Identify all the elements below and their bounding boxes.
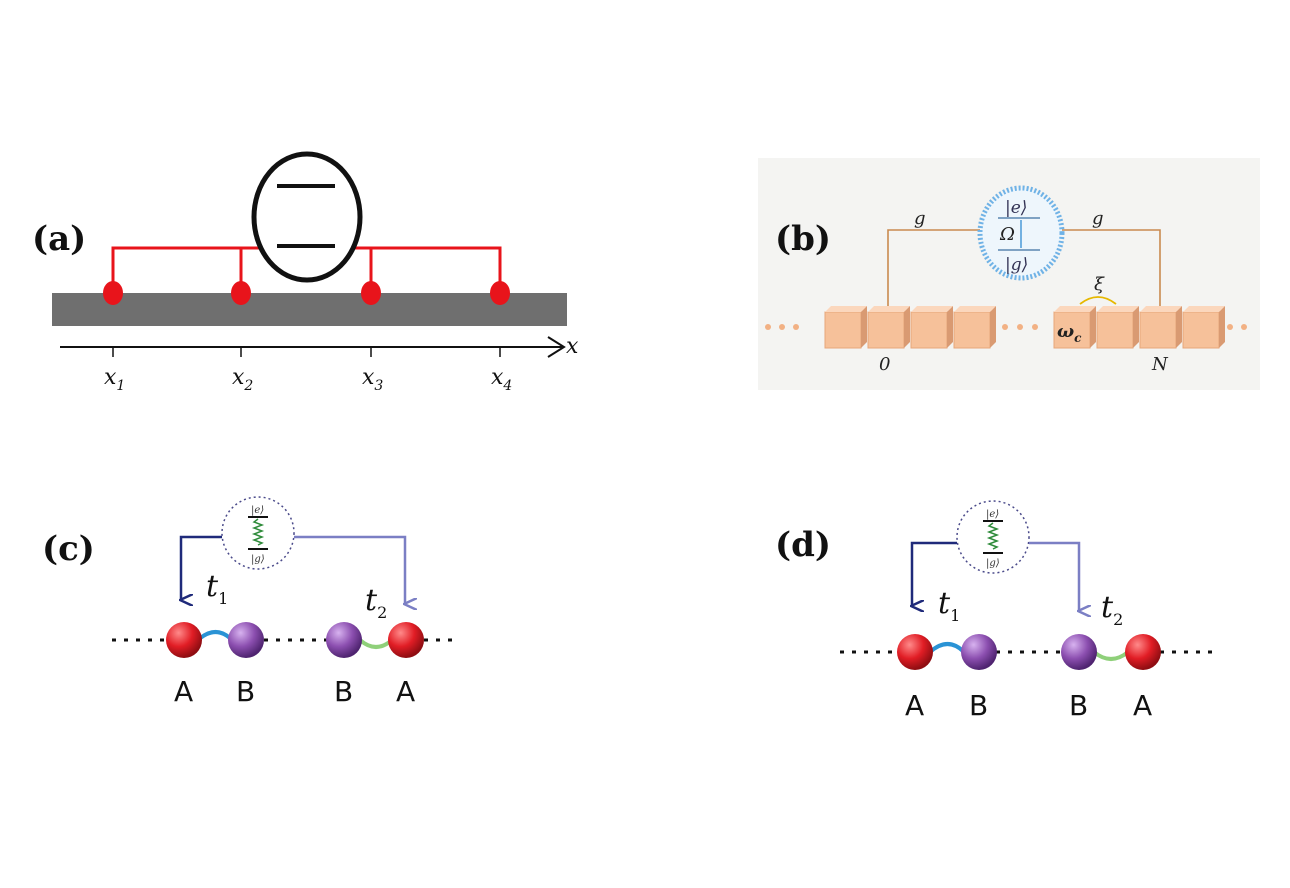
- hop-t2: t2: [365, 583, 387, 622]
- bond-t2: [1092, 650, 1130, 661]
- panel-d-label: (d): [775, 525, 831, 565]
- cavity: [910, 306, 953, 349]
- site-b: [326, 622, 362, 658]
- cavity: [824, 306, 867, 349]
- cavity: [953, 306, 996, 349]
- ket-e-c: |e⟩: [251, 505, 264, 516]
- drive-omega: Ω: [999, 224, 1015, 245]
- tick-label-x2: x2: [232, 365, 253, 394]
- ket-e-b: |e⟩: [1005, 198, 1027, 218]
- site-label-start: 0: [879, 354, 890, 375]
- atom-d: |e⟩ |g⟩: [956, 500, 1030, 574]
- hopping-arrow: [1079, 296, 1117, 305]
- coupling-point-2: [231, 281, 251, 305]
- site-a: [1125, 634, 1161, 670]
- site-b: [1061, 634, 1097, 670]
- hop-t1: t1: [938, 586, 960, 625]
- ket-e-d: |e⟩: [986, 509, 999, 520]
- site-label: B: [236, 675, 255, 708]
- giant-atom: [251, 151, 363, 283]
- hop-t1: t1: [206, 569, 228, 608]
- cavity-coupling-lines: [887, 229, 1161, 312]
- site-a: [166, 622, 202, 658]
- panel-b-label: (b): [775, 219, 831, 259]
- axis-label-x: x: [566, 334, 579, 359]
- site-label-end: N: [1151, 354, 1169, 375]
- coupling-arrow-1: [181, 535, 222, 600]
- hopping-xi: ξ: [1094, 274, 1105, 295]
- ket-g-c: |g⟩: [251, 554, 265, 565]
- site-label: B: [1069, 689, 1088, 722]
- panel-b: (b) g g |e⟩ |g⟩ Ω: [758, 158, 1260, 390]
- coupling-arrow-2: [1029, 541, 1079, 611]
- chain-dots-b: [765, 324, 1247, 330]
- site-label: B: [334, 675, 353, 708]
- coupling-arrow-1: [912, 541, 957, 606]
- tick-label-x4: x4: [491, 365, 512, 394]
- panel-a-label: (a): [32, 219, 86, 259]
- cavity: [867, 306, 910, 349]
- tick-label-x3: x3: [362, 365, 383, 394]
- coupling-lines: [111, 246, 502, 291]
- site-a: [897, 634, 933, 670]
- bond-t1: [928, 642, 966, 654]
- cavity: [1053, 306, 1096, 349]
- coupling-point-4: [490, 281, 510, 305]
- cavity: [1139, 306, 1182, 349]
- atom-c: |e⟩ |g⟩: [221, 496, 295, 570]
- panel-d: (d) |e⟩ |g⟩ t1 t2 A B B A: [775, 500, 1215, 722]
- site-b: [961, 634, 997, 670]
- cavity: [1096, 306, 1139, 349]
- x-axis: x x1 x2 x3 x4: [60, 334, 579, 394]
- coupling-arrow-2: [294, 535, 405, 604]
- coupling-points: [103, 281, 510, 305]
- tick-label-x1: x1: [104, 365, 125, 394]
- site-label: A: [905, 689, 924, 722]
- cavity-frequency: ωc: [1057, 321, 1082, 345]
- cavity: [1182, 306, 1225, 349]
- site-a: [388, 622, 424, 658]
- ket-g-d: |g⟩: [986, 558, 1000, 569]
- atom-b: |e⟩ |g⟩ Ω: [977, 185, 1065, 281]
- bond-t1: [196, 630, 234, 642]
- coupling-g-right: g: [1092, 208, 1104, 229]
- site-label: B: [969, 689, 988, 722]
- panel-c-label: (c): [42, 529, 95, 569]
- cavity-array: [824, 306, 1225, 349]
- site-label: A: [1133, 689, 1152, 722]
- site-label: A: [174, 675, 193, 708]
- panel-c: (c) |e⟩ |g⟩ t1 t2 A B B A: [42, 496, 460, 708]
- site-label: A: [396, 675, 415, 708]
- coupling-point-1: [103, 281, 123, 305]
- ket-g-b: |g⟩: [1005, 255, 1028, 275]
- coupling-g-left: g: [914, 208, 926, 229]
- panel-a: (a) x: [32, 151, 579, 394]
- bond-t2: [358, 638, 394, 649]
- waveguide: [52, 293, 567, 326]
- site-b: [228, 622, 264, 658]
- hop-t2: t2: [1101, 590, 1123, 629]
- coupling-point-3: [361, 281, 381, 305]
